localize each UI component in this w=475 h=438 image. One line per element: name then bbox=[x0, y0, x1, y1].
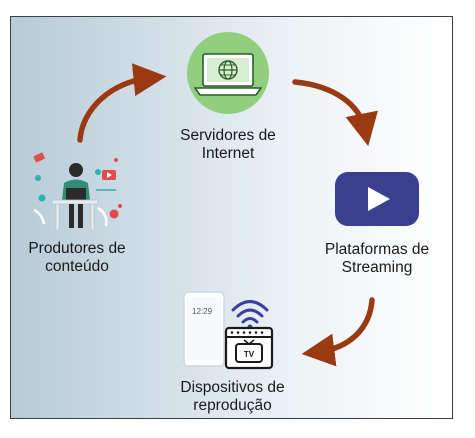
devices-line2: reprodução bbox=[193, 397, 272, 414]
node-label-servers: Servidores de Internet bbox=[158, 127, 298, 163]
phone-tv-wifi-icon: TV bbox=[183, 291, 274, 370]
wifi-icon bbox=[231, 300, 269, 324]
platforms-line2: Streaming bbox=[341, 259, 413, 276]
producers-line2: conteúdo bbox=[45, 258, 109, 275]
node-label-producers: Produtores de conteúdo bbox=[12, 240, 142, 276]
node-label-platforms: Plataformas de Streaming bbox=[312, 241, 442, 277]
arrow-producers-to-servers bbox=[77, 63, 167, 143]
producers-line1: Produtores de bbox=[28, 240, 126, 257]
servers-line2: Internet bbox=[201, 145, 255, 162]
arrow-servers-to-platforms bbox=[292, 79, 378, 147]
node-label-devices: Dispositivos de reprodução bbox=[165, 379, 300, 415]
arrow-platforms-to-devices bbox=[301, 297, 375, 367]
tv-icon: TV bbox=[224, 326, 274, 370]
devices-line1: Dispositivos de bbox=[180, 379, 285, 396]
servers-line1: Servidores de bbox=[180, 127, 276, 144]
phone-time: 12:29 bbox=[192, 307, 213, 316]
tv-text: TV bbox=[244, 350, 255, 359]
platforms-line1: Plataformas de bbox=[324, 241, 430, 258]
creator-at-desk-icon bbox=[33, 152, 122, 231]
laptop-globe-icon bbox=[187, 32, 269, 114]
play-button-icon bbox=[335, 172, 419, 226]
